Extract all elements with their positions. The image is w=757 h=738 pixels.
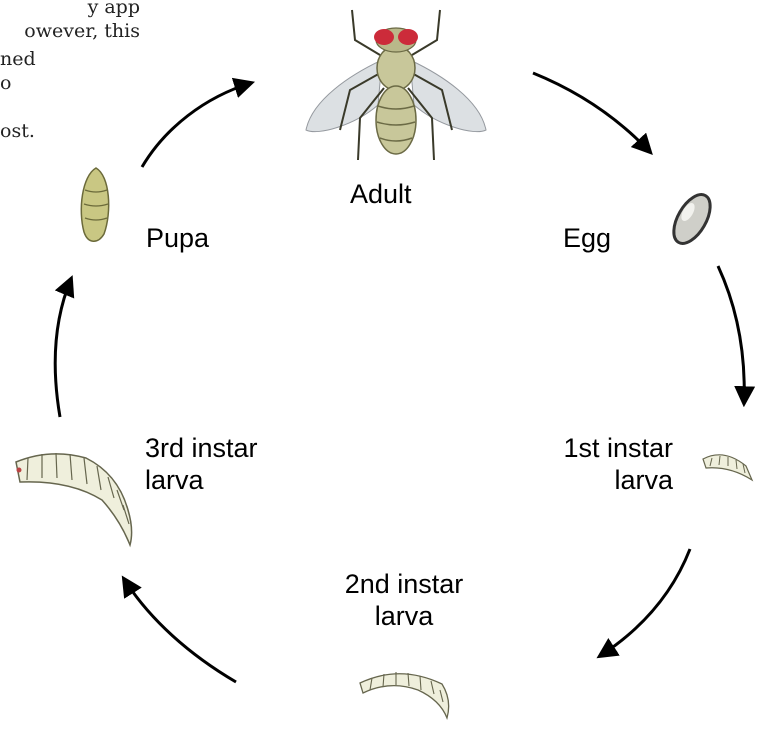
egg-icon (666, 189, 717, 250)
second-instar-label-line1: 2nd instar (332, 568, 476, 600)
first-instar-label-line1: 1st instar (544, 432, 673, 464)
arrow-pupa-to-adult (142, 83, 251, 167)
arrow-egg-to-first-instar (718, 266, 744, 403)
arrow-second-to-third-instar (124, 579, 236, 682)
third-instar-label-line2: larva (145, 464, 258, 496)
second-instar-larva-icon (360, 672, 449, 718)
adult-label: Adult (350, 178, 412, 210)
second-instar-label-line2: larva (332, 600, 476, 632)
arrow-first-to-second-instar (600, 549, 690, 656)
adult-fly-icon (306, 10, 486, 160)
arrow-third-instar-to-pupa (55, 279, 71, 417)
third-instar-label-line1: 3rd instar (145, 432, 258, 464)
third-instar-label: 3rd instar larva (145, 432, 258, 496)
second-instar-label: 2nd instar larva (332, 568, 476, 632)
egg-label: Egg (563, 222, 611, 254)
pupa-icon (81, 168, 108, 241)
first-instar-label-line2: larva (544, 464, 673, 496)
first-instar-larva-icon (703, 455, 752, 480)
arrow-adult-to-egg (533, 73, 650, 152)
first-instar-label: 1st instar larva (544, 432, 673, 496)
pupa-label: Pupa (146, 222, 209, 254)
third-instar-larva-icon (16, 453, 132, 545)
